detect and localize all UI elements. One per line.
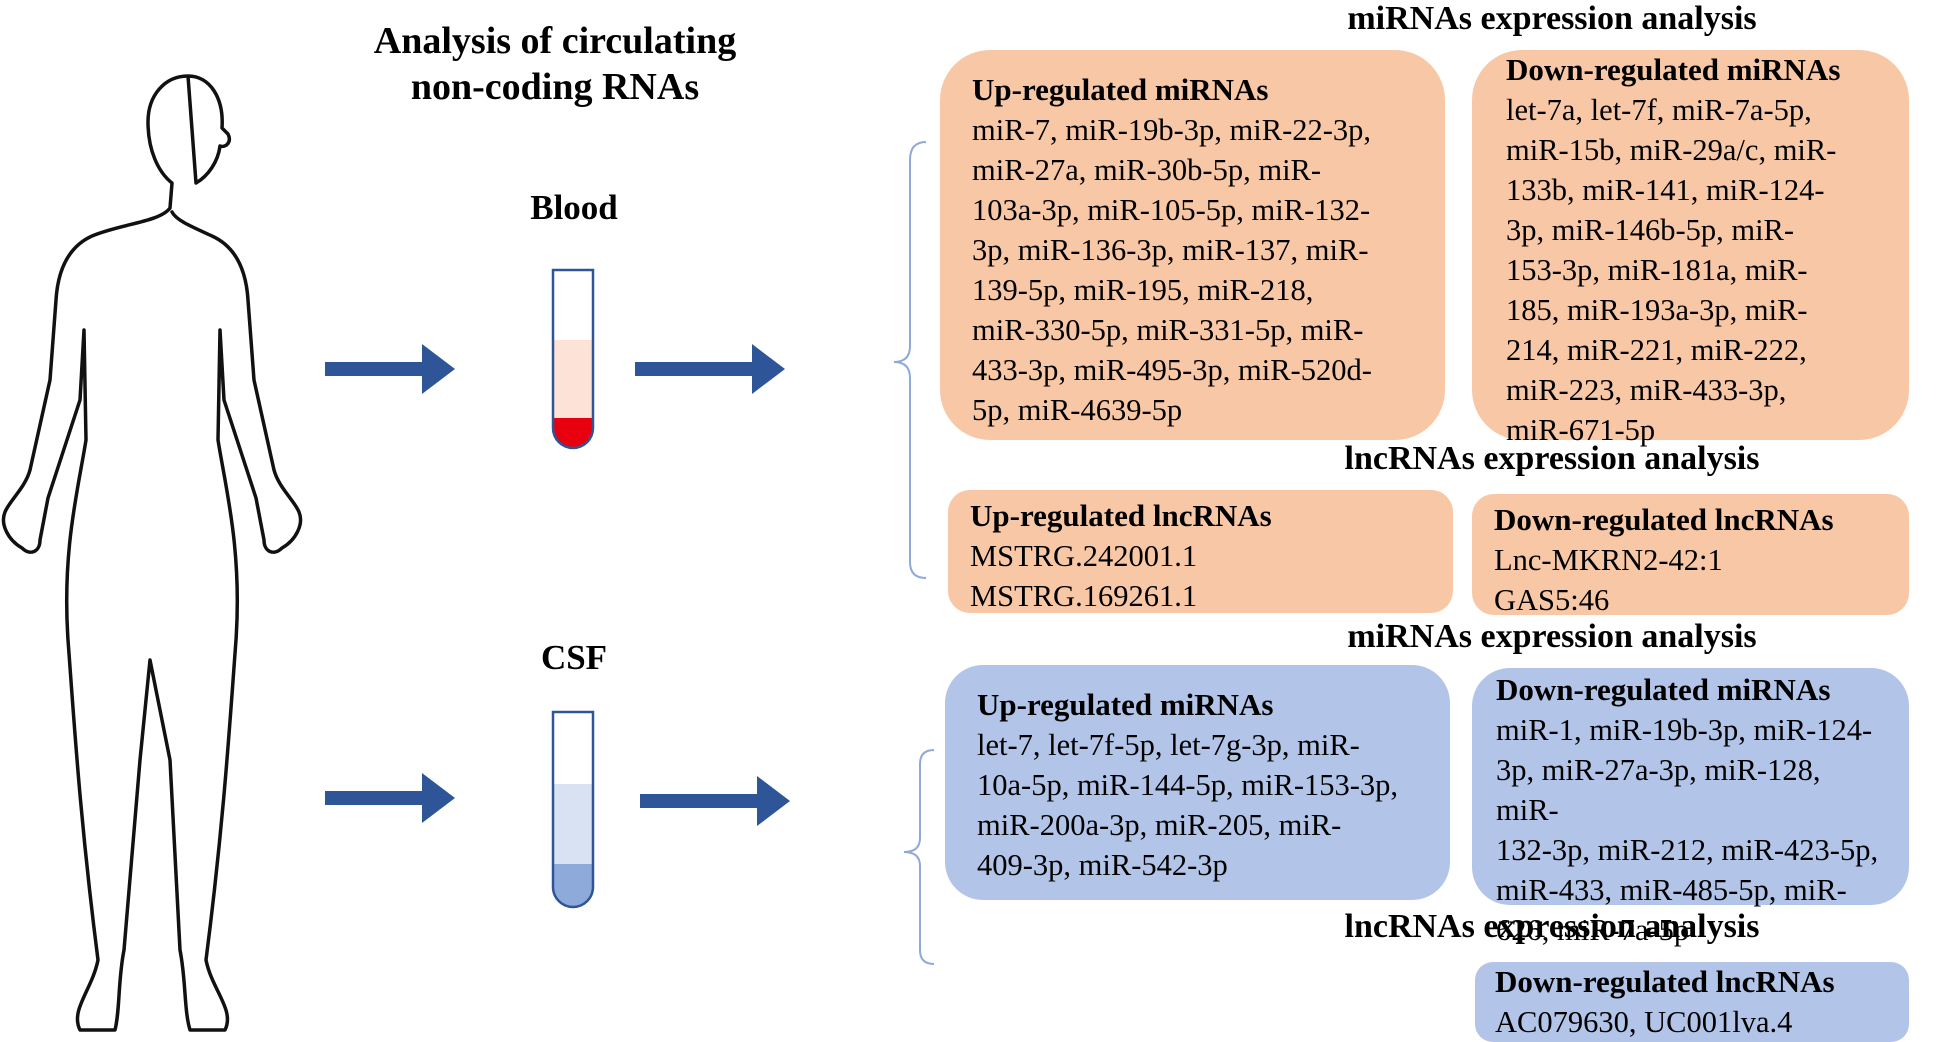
arrow-from-blood-tube bbox=[635, 344, 785, 394]
blood-label: Blood bbox=[530, 188, 618, 227]
lncrna-list: MSTRG.242001.1 MSTRG.169261.1 bbox=[970, 539, 1198, 613]
csf-label: CSF bbox=[540, 638, 608, 677]
arrow-to-csf-tube bbox=[325, 773, 455, 823]
panel-title: Up-regulated lncRNAs bbox=[970, 498, 1272, 533]
panel-title: Down-regulated lncRNAs bbox=[1495, 964, 1835, 999]
arrow-from-csf-tube bbox=[640, 776, 790, 826]
panel-title: Down-regulated miRNAs bbox=[1506, 52, 1841, 87]
panel-title: Down-regulated miRNAs bbox=[1496, 672, 1831, 707]
mirna-list: let-7, let-7f-5p, let-7g-3p, miR- 10a-5p… bbox=[977, 728, 1399, 882]
csf-downregulated-mirnas-panel: Down-regulated miRNAs miR-1, miR-19b-3p,… bbox=[1472, 668, 1909, 947]
csf-lncrna-heading: lncRNAs expression analysis bbox=[1344, 908, 1760, 945]
blood-downregulated-mirnas-panel: Down-regulated miRNAs let-7a, let-7f, mi… bbox=[1472, 50, 1909, 447]
blood-mirna-heading: miRNAs expression analysis bbox=[1347, 0, 1757, 37]
blood-tube-icon bbox=[551, 268, 595, 450]
lncrna-list: Lnc-MKRN2-42:1 GAS5:46 bbox=[1494, 543, 1723, 617]
csf-upregulated-mirnas-panel: Up-regulated miRNAs let-7, let-7f-5p, le… bbox=[945, 665, 1450, 900]
csf-downregulated-lncrnas-panel: Down-regulated lncRNAs AC079630, UC001lv… bbox=[1475, 962, 1909, 1042]
blood-downregulated-lncrnas-panel: Down-regulated lncRNAs Lnc-MKRN2-42:1 GA… bbox=[1472, 494, 1909, 617]
csf-mirna-heading: miRNAs expression analysis bbox=[1347, 618, 1757, 655]
csf-tube-icon bbox=[551, 710, 595, 909]
panel-title: Down-regulated lncRNAs bbox=[1494, 502, 1834, 537]
panel-title: Up-regulated miRNAs bbox=[972, 72, 1269, 107]
blood-upregulated-mirnas-panel: Up-regulated miRNAs miR-7, miR-19b-3p, m… bbox=[940, 50, 1445, 440]
blood-upregulated-lncrnas-panel: Up-regulated lncRNAs MSTRG.242001.1 MSTR… bbox=[948, 490, 1453, 613]
diagram-title: Analysis of circulating non-coding RNAs bbox=[373, 20, 737, 108]
blood-results-bracket bbox=[893, 141, 927, 579]
blood-lncrna-heading: lncRNAs expression analysis bbox=[1344, 440, 1760, 477]
lncrna-list: AC079630, UC001lva.4 bbox=[1495, 1005, 1793, 1039]
human-body-icon bbox=[1, 74, 303, 1032]
mirna-list: let-7a, let-7f, miR-7a-5p, miR-15b, miR-… bbox=[1506, 93, 1837, 447]
panel-title: Up-regulated miRNAs bbox=[977, 687, 1274, 722]
mirna-list: miR-7, miR-19b-3p, miR-22-3p, miR-27a, m… bbox=[972, 113, 1372, 427]
mirna-list: miR-1, miR-19b-3p, miR-124- 3p, miR-27a-… bbox=[1496, 713, 1879, 947]
csf-results-bracket bbox=[903, 749, 935, 965]
arrow-to-blood-tube bbox=[325, 344, 455, 394]
